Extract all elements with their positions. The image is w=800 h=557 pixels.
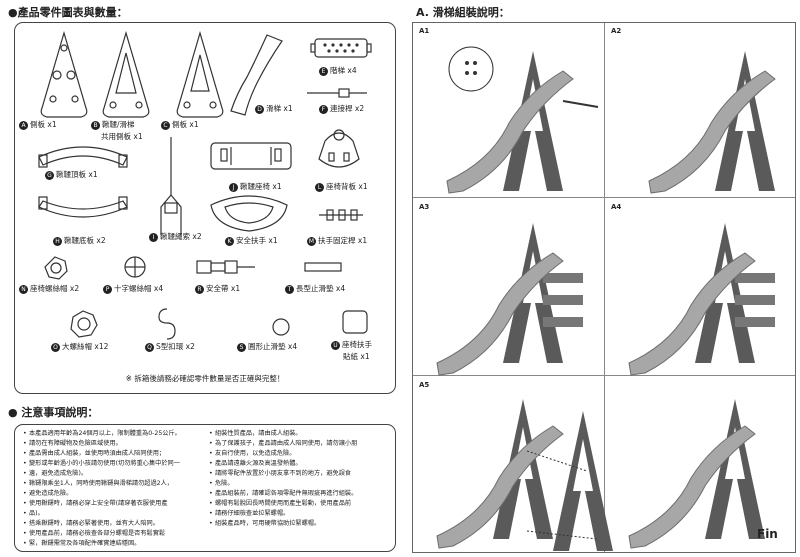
assembly-illustrations — [436, 46, 776, 551]
notes-panel: 本產品適用年齡為24個月以上，限制體重為0-25公斤。 請勿在有障礙物及危險區域… — [14, 424, 396, 552]
note-right: 友自行使用，以免造成危險。 — [209, 450, 391, 459]
sticker-u-drawing — [342, 310, 368, 334]
note-right: 危險。 — [209, 480, 391, 489]
swing-bottom-h-drawing — [38, 196, 128, 218]
swing-top-g-drawing — [38, 146, 128, 168]
belt-r-drawing — [196, 260, 255, 274]
step-label-a3: A3 — [419, 203, 430, 211]
step-a5-drawing — [436, 399, 613, 551]
grid-divider-h1 — [413, 197, 795, 198]
step-label-a2: A2 — [611, 27, 622, 35]
side-panel-a-drawing — [40, 30, 88, 118]
notes-list-right: 組裝性質產品，請由成人組裝。 為了保護孩子，產品請由成人陪同使用，請勿讓小朋 友… — [209, 430, 391, 530]
step-label-a1: A1 — [419, 27, 430, 35]
rod-m-drawing — [319, 209, 363, 221]
note-left: 緊，鞦韆需常及各項配件確實連結穩固。 — [23, 540, 201, 549]
note-right: 組裝產品時，可用硬幣協助拉緊螺帽。 — [209, 520, 391, 529]
parts-illustrations — [38, 30, 372, 340]
side-panel-b-drawing — [102, 30, 150, 118]
note-left: 請勿在有障礙物及危險區域使用。 — [23, 440, 201, 449]
step-final-drawing — [628, 399, 765, 549]
note-left: 品)。 — [23, 510, 201, 519]
step-e-drawing — [310, 38, 372, 58]
note-left: 邊，避免造成危險)。 — [23, 470, 201, 479]
long-pad-t-drawing — [304, 262, 342, 272]
swing-seat-j-drawing — [210, 142, 292, 170]
note-right: 為了保護孩子，產品請由成人陪同使用，請勿讓小朋 — [209, 440, 391, 449]
big-nut-o-drawing — [70, 310, 98, 338]
step-a2-drawing — [648, 51, 776, 194]
note-right: 產品請遠離火源及高溫發熱體。 — [209, 460, 391, 469]
step-a4-drawing — [628, 223, 775, 376]
parts-check-note: ※ 拆箱後請務必確認零件數量是否正確與完整！ — [125, 374, 285, 383]
note-left: 使用鞦韆時，請務必穿上安全帶(請穿著衣服使用產 — [23, 500, 201, 509]
round-pad-s-drawing — [272, 318, 290, 336]
seat-back-l-drawing — [318, 129, 360, 168]
note-left: 使用產品前，請務必檢查各部分螺帽是否有鬆實鬆 — [23, 530, 201, 539]
parts-section-title: ●產品零件圖表與數量： — [8, 6, 128, 19]
slide-d-drawing — [230, 34, 283, 116]
s-hook-q-drawing — [158, 308, 176, 340]
note-right: 請將零配件放置於小朋友拿不到的地方，避免誤食 — [209, 470, 391, 479]
nut-n-drawing — [44, 256, 68, 280]
part-label-b2: 共用側板 x1 — [101, 132, 143, 141]
note-left: 本產品適用年齡為24個月以上，限制體重為0-25公斤。 — [23, 430, 201, 439]
rod-f-drawing — [307, 88, 367, 98]
step-a1-drawing — [446, 46, 599, 194]
assembly-section-title: A. 滑梯組裝說明： — [416, 6, 510, 19]
handrail-k-drawing — [210, 195, 288, 232]
note-right: 請務仔細檢查並拉緊螺帽。 — [209, 510, 391, 519]
note-left: 變形或年齡過小的小孩請勿使用(切勿將重心集中於同一 — [23, 460, 201, 469]
part-label-u2: 貼紙 x1 — [343, 352, 370, 361]
assembly-grid: A1 A2 A3 A4 A5 — [412, 22, 796, 553]
side-panel-c-drawing — [176, 30, 224, 118]
step-label-a4: A4 — [611, 203, 622, 211]
step-label-a5: A5 — [419, 381, 430, 389]
note-left: 避免造成危險。 — [23, 490, 201, 499]
rope-i-drawing — [160, 137, 182, 235]
grid-divider-h2 — [413, 375, 795, 376]
fin-label: Fin — [757, 527, 778, 541]
notes-list-left: 本產品適用年齡為24個月以上，限制體重為0-25公斤。 請勿在有障礙物及危險區域… — [23, 430, 201, 550]
note-right: 組裝性質產品，請由成人組裝。 — [209, 430, 391, 439]
note-left: 鞦韆限乘坐1人，同時使用鞦韆與滑梯請勿超過2人， — [23, 480, 201, 489]
note-left: 搭乘鞦韆時，請務必緊著使用，並有大人陪同。 — [23, 520, 201, 529]
note-left: 產品需由成人組裝，並使用時須由成人陪同使用； — [23, 450, 201, 459]
note-right: 產品組裝前，請確認各項零配件無瑕疵再進行組裝。 — [209, 490, 391, 499]
notes-section-title: ● 注意事項說明： — [8, 406, 99, 419]
cross-nut-p-drawing — [124, 256, 146, 278]
grid-divider-v — [604, 23, 605, 552]
step-a3-drawing — [436, 223, 583, 376]
note-right: 螺帽有鬆脫因長時間使用而產生鬆動，使用產品前 — [209, 500, 391, 509]
